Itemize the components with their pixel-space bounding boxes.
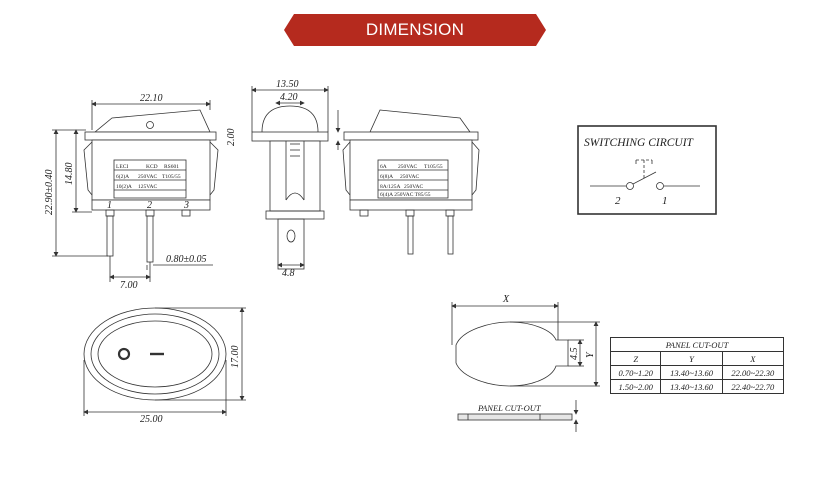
table-cell: 13.40~13.60 <box>660 365 723 380</box>
front-width-dim: 22.10 <box>140 93 163 104</box>
side-total-dim: 13.50 <box>276 79 299 90</box>
table-header: Z <box>609 351 662 366</box>
table-cell: 22.40~22.70 <box>721 379 785 394</box>
banner-shape <box>284 14 546 46</box>
back-label-line: 8A/125A <box>380 184 401 190</box>
front-label-line: KCD <box>146 164 158 170</box>
table-header: Y <box>660 351 723 366</box>
switching-circuit <box>577 125 717 215</box>
switching-circuit-title: SWITCHING CIRCUIT <box>584 137 695 149</box>
top-width-dim: 25.00 <box>140 414 163 425</box>
pin-label-3: 3 <box>183 200 189 211</box>
front-label-line: 6(2)A <box>116 173 129 180</box>
circuit-terminal-1: 1 <box>662 195 668 207</box>
top-view <box>83 307 246 416</box>
back-label-line: 250VAC <box>400 174 419 180</box>
table-title: PANEL CUT-OUT <box>610 337 784 352</box>
back-label-line: 6A <box>380 164 387 170</box>
pin-pitch-dim: 7.00 <box>120 280 138 291</box>
table-cell: 1.50~2.00 <box>609 379 662 394</box>
front-view <box>52 100 219 282</box>
banner-title: DIMENSION <box>365 20 465 39</box>
table-row: 1.50~2.00 13.40~13.60 22.40~22.70 <box>609 379 785 394</box>
cutout-x-dim: X <box>502 294 510 305</box>
table-cell: 22.00~22.30 <box>721 365 785 380</box>
front-label-line: 10(2)A <box>116 183 132 190</box>
back-label-line: 6(8)A <box>380 173 393 180</box>
front-total-height-dim: 22.90±0.40 <box>44 170 55 216</box>
back-label-line: T105/55 <box>424 164 443 170</box>
pin-label-1: 1 <box>107 200 112 211</box>
front-label-line: 125VAC <box>138 184 157 190</box>
front-label-line: 250VAC <box>138 174 157 180</box>
dimension-banner: DIMENSION <box>284 14 546 46</box>
side-view <box>251 86 341 270</box>
table-cell: 13.40~13.60 <box>660 379 723 394</box>
section-label: PANEL CUT-OUT <box>477 403 542 413</box>
table-header: X <box>721 351 785 366</box>
back-label-line: 250VAC <box>398 164 417 170</box>
table-cell: 0.70~1.20 <box>609 365 662 380</box>
front-label-line: RS601 <box>164 164 179 170</box>
panel-cutout-drawing <box>451 302 600 432</box>
side-terminal-dim: 4.8 <box>282 268 295 279</box>
table-row: 0.70~1.20 13.40~13.60 22.00~22.30 <box>609 365 785 380</box>
front-label-line: LECI <box>116 164 128 170</box>
cutout-tab-dim: 4.5 <box>569 348 580 361</box>
top-height-dim: 17.00 <box>230 346 241 369</box>
front-body-height-dim: 14.80 <box>64 163 75 186</box>
back-view <box>342 109 480 255</box>
cutout-y-dim: Y <box>585 351 596 358</box>
back-label-line: 6(4)A 250VAC T85/55 <box>380 191 431 198</box>
back-label-line: 250VAC <box>404 184 423 190</box>
side-top-dim: 4.20 <box>280 92 298 103</box>
side-frame-dim: 2.00 <box>226 129 237 147</box>
pin-width-dim: 0.80±0.05 <box>166 254 207 265</box>
pin-label-2: 2 <box>147 200 152 211</box>
circuit-terminal-2: 2 <box>615 195 621 207</box>
panel-cutout-table: PANEL CUT-OUT Z Y X 0.70~1.20 13.40~13.6… <box>609 337 785 394</box>
front-label-line: T105/55 <box>162 174 181 180</box>
